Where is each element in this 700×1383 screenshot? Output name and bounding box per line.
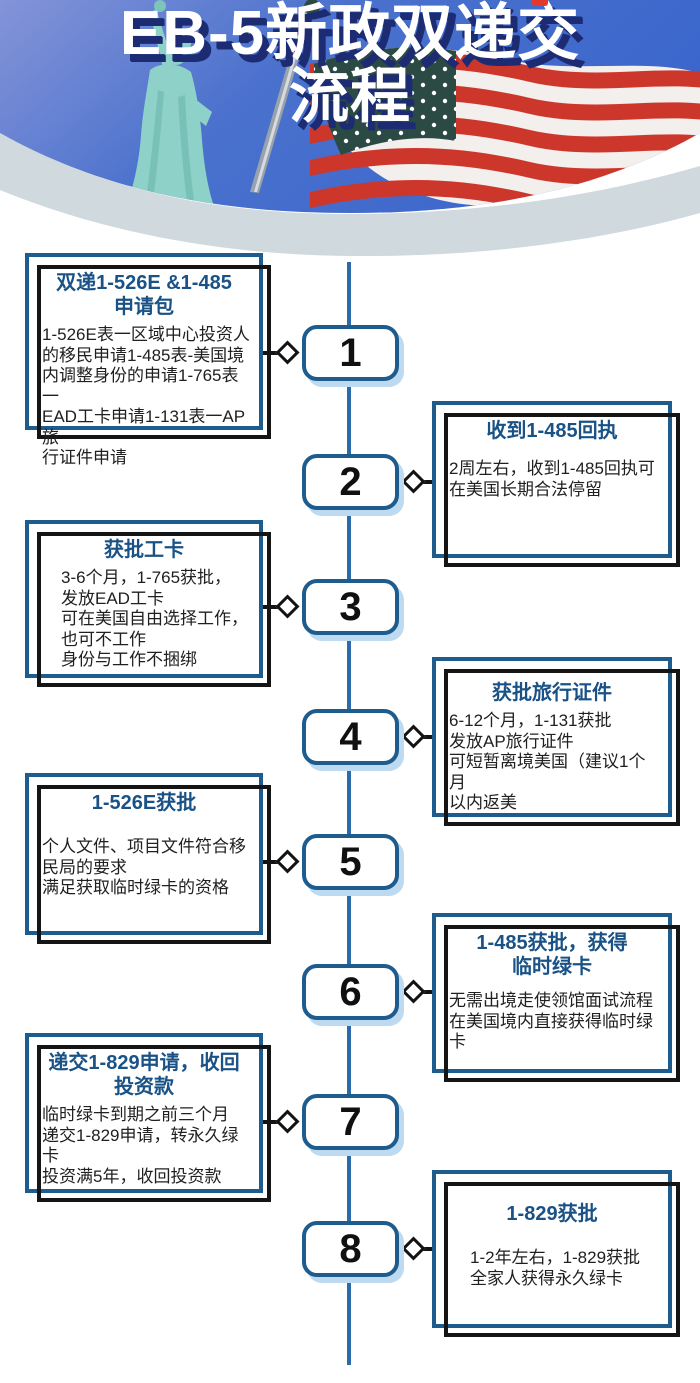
- step-box-7: 递交1-829申请，收回 投资款 临时绿卡到期之前三个月 递交1-829申请，转…: [25, 1033, 271, 1202]
- step-body: 1-526E表一区域中心投资人 的移民申请1-485表-美国境 内调整身份的申请…: [42, 325, 250, 468]
- step-number: 6: [339, 970, 362, 1014]
- step-number: 8: [339, 1227, 362, 1271]
- connector-line: [420, 735, 435, 739]
- poster-title-line1: EB-5新政双递交: [119, 0, 581, 68]
- step-body: 无需出境走使领馆面试流程 在美国境内直接获得临时绿卡: [449, 991, 653, 1052]
- step-number: 2: [339, 460, 362, 504]
- step-body: 3-6个月，1-765获批， 发放EAD工卡 可在美国自由选择工作， 也可不工作…: [61, 568, 248, 670]
- us-flag-icon: [310, 47, 700, 213]
- step-title: 获批旅行证件: [492, 682, 612, 704]
- poster-title: EB-5新政双递交 流程: [0, 2, 700, 128]
- step-number-badge-8: 8: [302, 1221, 399, 1277]
- diamond-connector-icon: [401, 979, 426, 1004]
- connector-line: [420, 1247, 435, 1251]
- step-number: 7: [339, 1100, 362, 1144]
- connector-line: [258, 605, 284, 609]
- step-title: 1-829获批: [506, 1203, 598, 1225]
- step-number: 5: [339, 840, 362, 884]
- step-title: 双递1-526E &1-485 申请包: [56, 272, 232, 318]
- step-number: 3: [339, 585, 362, 629]
- step-box-5: 1-526E获批 个人文件、项目文件符合移 民局的要求 满足获取临时绿卡的资格: [25, 773, 271, 944]
- flagpole: [250, 0, 320, 193]
- timeline-line: [347, 262, 351, 1365]
- step-body: 2周左右，收到1-485回执可 在美国长期合法停留: [449, 459, 655, 499]
- step-number-badge-6: 6: [302, 964, 399, 1020]
- step-box-6: 1-485获批，获得 临时绿卡 无需出境走使领馆面试流程 在美国境内直接获得临时…: [432, 913, 680, 1082]
- step-number: 1: [339, 331, 362, 375]
- connector-line: [258, 1120, 284, 1124]
- connector-line: [258, 860, 284, 864]
- step-number-badge-1: 1: [302, 325, 399, 381]
- step-body: 1-2年左右，1-829获批 全家人获得永久绿卡: [470, 1248, 641, 1288]
- diamond-connector-icon: [401, 469, 426, 494]
- connector-line: [420, 480, 435, 484]
- step-number-badge-4: 4: [302, 709, 399, 765]
- step-title: 1-485获批，获得 临时绿卡: [476, 932, 628, 978]
- diamond-connector-icon: [275, 594, 300, 619]
- step-box-2: 收到1-485回执 2周左右，收到1-485回执可 在美国长期合法停留: [432, 401, 680, 567]
- curve-band: [0, 133, 700, 257]
- step-title: 获批工卡: [104, 539, 184, 561]
- step-number-badge-2: 2: [302, 454, 399, 510]
- step-body: 个人文件、项目文件符合移 民局的要求 满足获取临时绿卡的资格: [42, 837, 246, 898]
- header-photo: [0, 0, 700, 257]
- diamond-connector-icon: [275, 340, 300, 365]
- step-title: 1-526E获批: [91, 792, 197, 814]
- step-box-3: 获批工卡 3-6个月，1-765获批， 发放EAD工卡 可在美国自由选择工作， …: [25, 520, 271, 687]
- poster-title-line2: 流程: [289, 62, 411, 130]
- step-body: 6-12个月，1-131获批 发放AP旅行证件 可短暂离境美国（建议1个月 以内…: [449, 711, 646, 813]
- step-title: 收到1-485回执: [486, 420, 618, 442]
- diamond-connector-icon: [275, 849, 300, 874]
- step-number-badge-7: 7: [302, 1094, 399, 1150]
- diamond-connector-icon: [401, 724, 426, 749]
- step-title: 递交1-829申请，收回 投资款: [48, 1052, 240, 1098]
- connector-line: [420, 990, 435, 994]
- step-number-badge-5: 5: [302, 834, 399, 890]
- connector-line: [258, 351, 284, 355]
- step-number: 4: [339, 715, 362, 759]
- diamond-connector-icon: [401, 1236, 426, 1261]
- step-box-4: 获批旅行证件 6-12个月，1-131获批 发放AP旅行证件 可短暂离境美国（建…: [432, 657, 680, 826]
- red-mark-decoration: [532, 0, 548, 6]
- step-box-8: 1-829获批 1-2年左右，1-829获批 全家人获得永久绿卡: [432, 1170, 680, 1337]
- diamond-connector-icon: [275, 1109, 300, 1134]
- step-body: 临时绿卡到期之前三个月 递交1-829申请，转永久绿卡 投资满5年，收回投资款: [42, 1105, 239, 1186]
- step-number-badge-3: 3: [302, 579, 399, 635]
- step-box-1: 双递1-526E &1-485 申请包 1-526E表一区域中心投资人 的移民申…: [25, 253, 271, 467]
- statue-of-liberty-icon: [126, 0, 215, 209]
